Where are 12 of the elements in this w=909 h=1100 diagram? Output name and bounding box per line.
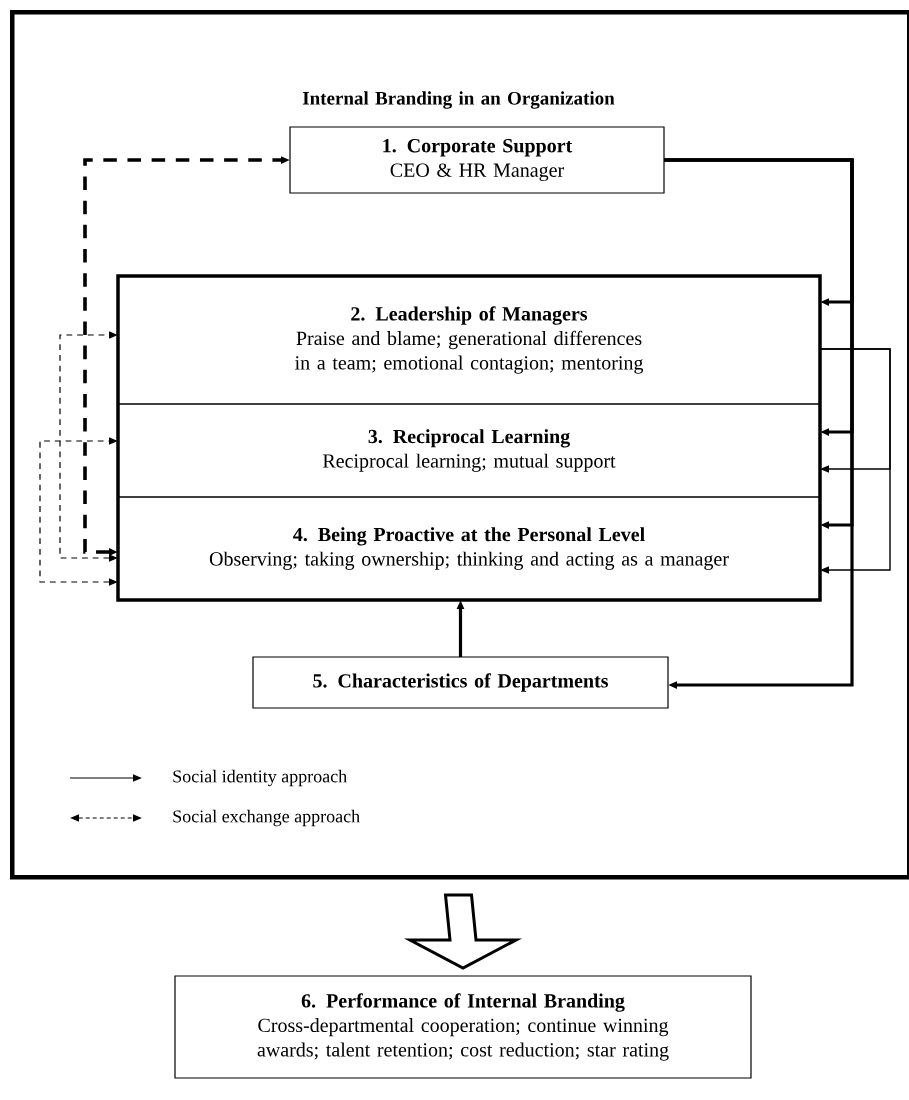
legend-label: Social exchange approach [173,809,360,827]
process-box: 1. Corporate Support CEO & HR Manager [289,126,665,194]
group-box [116,274,822,602]
process-box: 2. Leadership of Managers Praise and blame; generational differences in a team; emotional contagion; mentoring [117,275,821,405]
process-box: 4. Being Proactive at the Personal Level Observing; taking ownership; thinking and acting as a manager [117,496,821,601]
process-box: 6. Performance of Internal Branding Cross-departmental cooperation; continue winning awards; talent retention; cost reduction; star rating [174,975,752,1079]
arrow [664,158,854,689]
process-box: 5. Characteristics of Departments [252,656,669,709]
legend-label: Social identity approach [173,769,347,787]
block-arrow [403,893,523,970]
arrow [819,348,891,574]
process-box: 3. Reciprocal Learning Reciprocal learning; mutual support [117,403,821,498]
